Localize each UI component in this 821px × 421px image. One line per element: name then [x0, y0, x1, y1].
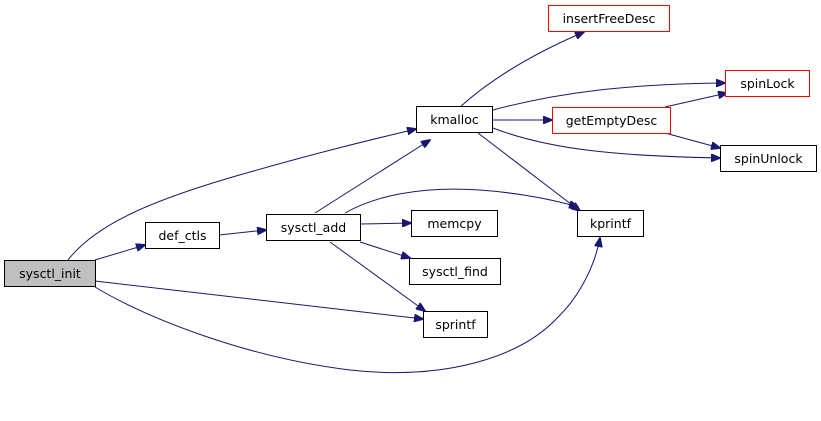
node-label: getEmptyDesc [566, 113, 658, 128]
edges [67, 32, 727, 373]
node-label: sysctl_add [281, 220, 346, 235]
edge-kmalloc-to-spinUnlock [492, 127, 720, 158]
node-label: sprintf [435, 317, 476, 332]
node-box [411, 210, 498, 237]
node-label: sysctl_init [19, 266, 81, 281]
edge-sysctl_init-to-def_ctls [94, 245, 145, 261]
node-def_ctls[interactable]: def_ctls [145, 222, 220, 249]
node-label: sysctl_find [422, 264, 488, 279]
node-box [423, 311, 488, 338]
node-box [145, 222, 220, 249]
nodes: sysctl_init def_ctls sysctl_add kmalloc … [4, 5, 817, 338]
edge-sysctl_add-to-kmalloc [314, 140, 430, 214]
edge-kmalloc-to-kprintf [477, 132, 580, 211]
node-label: spinLock [740, 76, 795, 91]
node-sysctl_find[interactable]: sysctl_find [409, 258, 501, 285]
edge-sysctl_add-to-memcpy [359, 223, 411, 224]
node-box [409, 258, 501, 285]
edge-sysctl_init-to-kmalloc [67, 129, 416, 261]
node-label: spinUnlock [734, 151, 803, 166]
node-spinLock[interactable]: spinLock [725, 70, 810, 97]
node-label: def_ctls [158, 228, 206, 243]
edge-sysctl_add-to-kprintf [344, 188, 578, 214]
node-box [548, 5, 670, 32]
edge-sysctl_init-to-kprintf [94, 238, 600, 373]
edge-sysctl_init-to-sprintf [94, 280, 423, 319]
node-label: kprintf [590, 216, 632, 231]
edge-getEmptyDesc-to-spinLock [664, 93, 727, 108]
node-kmalloc[interactable]: kmalloc [416, 106, 493, 133]
node-sprintf[interactable]: sprintf [423, 311, 488, 338]
node-box [725, 70, 810, 97]
node-getEmptyDesc[interactable]: getEmptyDesc [552, 107, 671, 134]
node-box [720, 145, 817, 172]
node-label: memcpy [427, 216, 482, 231]
node-sysctl_add[interactable]: sysctl_add [266, 214, 361, 241]
node-sysctl_init[interactable]: sysctl_init [4, 260, 96, 287]
edge-kmalloc-to-insertFreeDesc [459, 32, 584, 108]
node-box [4, 260, 96, 287]
node-box [552, 107, 671, 134]
node-label: insertFreeDesc [563, 11, 656, 26]
edge-kmalloc-to-spinLock [492, 83, 725, 111]
node-memcpy[interactable]: memcpy [411, 210, 498, 237]
edge-sysctl_add-to-sprintf [329, 241, 425, 311]
node-box [577, 210, 644, 237]
node-label: kmalloc [430, 112, 479, 127]
node-box [416, 106, 493, 133]
edge-def_ctls-to-sysctl_add [218, 230, 266, 236]
edge-sysctl_add-to-sysctl_find [359, 241, 410, 258]
node-spinUnlock[interactable]: spinUnlock [720, 145, 817, 172]
node-kprintf[interactable]: kprintf [577, 210, 644, 237]
node-box [266, 214, 361, 241]
node-insertFreeDesc[interactable]: insertFreeDesc [548, 5, 670, 32]
edge-getEmptyDesc-to-spinUnlock [664, 132, 720, 148]
